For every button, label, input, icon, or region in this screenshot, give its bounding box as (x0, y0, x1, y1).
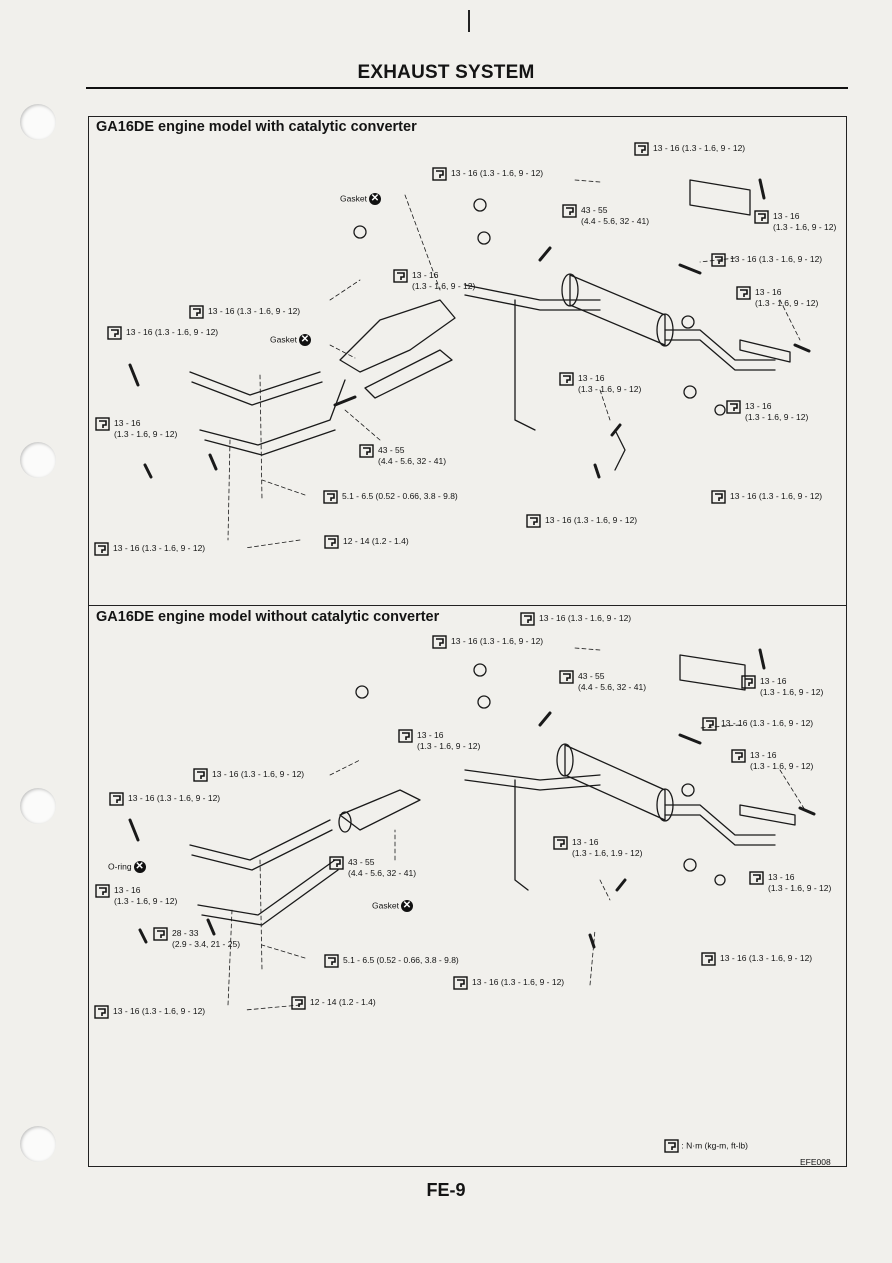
torque-wrench-icon (189, 305, 204, 319)
torque-label: 28 - 33(2.9 - 3.4, 21 - 25) (172, 928, 241, 949)
torque-label: 13 - 16 (1.3 - 1.6, 9 - 12) (653, 143, 746, 153)
gasket-callout: Gasket✕ (270, 334, 311, 346)
torque-label: 13 - 16 (1.3 - 1.6, 9 - 12) (451, 636, 544, 646)
torque-wrench-icon (634, 142, 649, 156)
torque-label: 13 - 16 (1.3 - 1.6, 9 - 12) (113, 543, 206, 553)
binder-hole (20, 1126, 56, 1162)
torque-wrench-icon (109, 792, 124, 806)
torque-wrench-icon (323, 490, 338, 504)
torque-label: 13 - 16(1.3 - 1.6, 9 - 12) (768, 872, 832, 893)
binder-hole (20, 104, 56, 140)
torque-label: 13 - 16(1.3 - 1.6, 9 - 12) (745, 401, 809, 422)
torque-wrench-icon (453, 976, 468, 990)
torque-label: 13 - 16 (1.3 - 1.6, 9 - 12) (128, 793, 221, 803)
torque-wrench-icon (562, 204, 577, 218)
torque-wrench-icon (324, 954, 339, 968)
torque-wrench-icon (664, 1139, 679, 1153)
section2-title: GA16DE engine model without catalytic co… (96, 609, 440, 625)
title-rule (86, 87, 848, 89)
gasket-callout: Gasket✕ (340, 193, 381, 205)
torque-label: 13 - 16 (1.3 - 1.6, 9 - 12) (721, 718, 814, 728)
torque-wrench-icon (702, 717, 717, 731)
torque-wrench-icon (432, 635, 447, 649)
torque-wrench-icon (711, 253, 726, 267)
torque-label: 13 - 16 (1.3 - 1.6, 9 - 12) (113, 1006, 206, 1016)
torque-label: 43 - 55(4.4 - 5.6, 32 - 41) (378, 445, 447, 466)
torque-label: 13 - 16(1.3 - 1.6, 9 - 12) (773, 211, 837, 232)
torque-label: 13 - 16 (1.3 - 1.6, 9 - 12) (126, 327, 219, 337)
torque-wrench-icon (731, 749, 746, 763)
diagram-frame (88, 116, 847, 1167)
torque-wrench-icon (329, 856, 344, 870)
torque-label: 12 - 14 (1.2 - 1.4) (343, 536, 409, 546)
torque-wrench-icon (432, 167, 447, 181)
torque-wrench-icon (701, 952, 716, 966)
page-number: FE-9 (426, 1180, 466, 1200)
torque-label: 12 - 14 (1.2 - 1.4) (310, 997, 376, 1007)
torque-label: 13 - 16(1.3 - 1.6, 9 - 12) (417, 730, 481, 751)
torque-label: 13 - 16(1.3 - 1.6, 9 - 12) (114, 885, 178, 906)
torque-label: 13 - 16 (1.3 - 1.6, 9 - 12) (539, 613, 632, 623)
figure-code: EFE008 (800, 1157, 831, 1167)
gasket-callout: Gasket✕ (372, 900, 413, 912)
torque-wrench-icon (520, 612, 535, 626)
section-divider (88, 605, 847, 606)
torque-label: 13 - 16(1.3 - 1.6, 9 - 12) (578, 373, 642, 394)
torque-label: 13 - 16 (1.3 - 1.6, 9 - 12) (545, 515, 638, 525)
torque-label: 5.1 - 6.5 (0.52 - 0.66, 3.8 - 9.8) (343, 955, 459, 965)
torque-wrench-icon (94, 542, 109, 556)
torque-label: 13 - 16 (1.3 - 1.6, 9 - 12) (730, 491, 823, 501)
section1-title: GA16DE engine model with catalytic conve… (96, 119, 417, 135)
torque-label: 43 - 55(4.4 - 5.6, 32 - 41) (578, 671, 647, 692)
torque-label: 13 - 16(1.3 - 1.6, 9 - 12) (750, 750, 814, 771)
revision-mark (468, 10, 470, 32)
torque-wrench-icon (526, 514, 541, 528)
torque-wrench-icon (153, 927, 168, 941)
torque-wrench-icon (95, 417, 110, 431)
torque-label: 13 - 16 (1.3 - 1.6, 9 - 12) (451, 168, 544, 178)
torque-label: 13 - 16(1.3 - 1.6, 9 - 12) (114, 418, 178, 439)
units-legend: : N·m (kg-m, ft-lb) (664, 1139, 748, 1153)
torque-label: 13 - 16 (1.3 - 1.6, 9 - 12) (212, 769, 305, 779)
torque-label: 13 - 16(1.3 - 1.6, 1.9 - 12) (572, 837, 643, 858)
torque-wrench-icon (193, 768, 208, 782)
o-ring-callout: O-ring✕ (108, 861, 146, 873)
torque-wrench-icon (324, 535, 339, 549)
binder-hole (20, 442, 56, 478)
torque-label: 43 - 55(4.4 - 5.6, 32 - 41) (581, 205, 650, 226)
binder-hole (20, 788, 56, 824)
torque-label: 13 - 16 (1.3 - 1.6, 9 - 12) (472, 977, 565, 987)
torque-wrench-icon (94, 1005, 109, 1019)
torque-wrench-icon (559, 372, 574, 386)
torque-label: 13 - 16 (1.3 - 1.6, 9 - 12) (730, 254, 823, 264)
torque-wrench-icon (559, 670, 574, 684)
torque-wrench-icon (741, 675, 756, 689)
torque-wrench-icon (398, 729, 413, 743)
page-title: EXHAUST SYSTEM (357, 62, 535, 83)
torque-wrench-icon (95, 884, 110, 898)
torque-label: 13 - 16(1.3 - 1.6, 9 - 12) (755, 287, 819, 308)
torque-wrench-icon (726, 400, 741, 414)
torque-label: 13 - 16(1.3 - 1.6, 9 - 12) (412, 270, 476, 291)
torque-label: 13 - 16 (1.3 - 1.6, 9 - 12) (208, 306, 301, 316)
torque-label: 13 - 16(1.3 - 1.6, 9 - 12) (760, 676, 824, 697)
torque-wrench-icon (711, 490, 726, 504)
torque-wrench-icon (107, 326, 122, 340)
torque-wrench-icon (393, 269, 408, 283)
torque-label: 13 - 16 (1.3 - 1.6, 9 - 12) (720, 953, 813, 963)
torque-label: 43 - 55(4.4 - 5.6, 32 - 41) (348, 857, 417, 878)
torque-wrench-icon (291, 996, 306, 1010)
torque-wrench-icon (359, 444, 374, 458)
torque-wrench-icon (553, 836, 568, 850)
torque-wrench-icon (736, 286, 751, 300)
torque-wrench-icon (749, 871, 764, 885)
torque-label: 5.1 - 6.5 (0.52 - 0.66, 3.8 - 9.8) (342, 491, 458, 501)
torque-wrench-icon (754, 210, 769, 224)
